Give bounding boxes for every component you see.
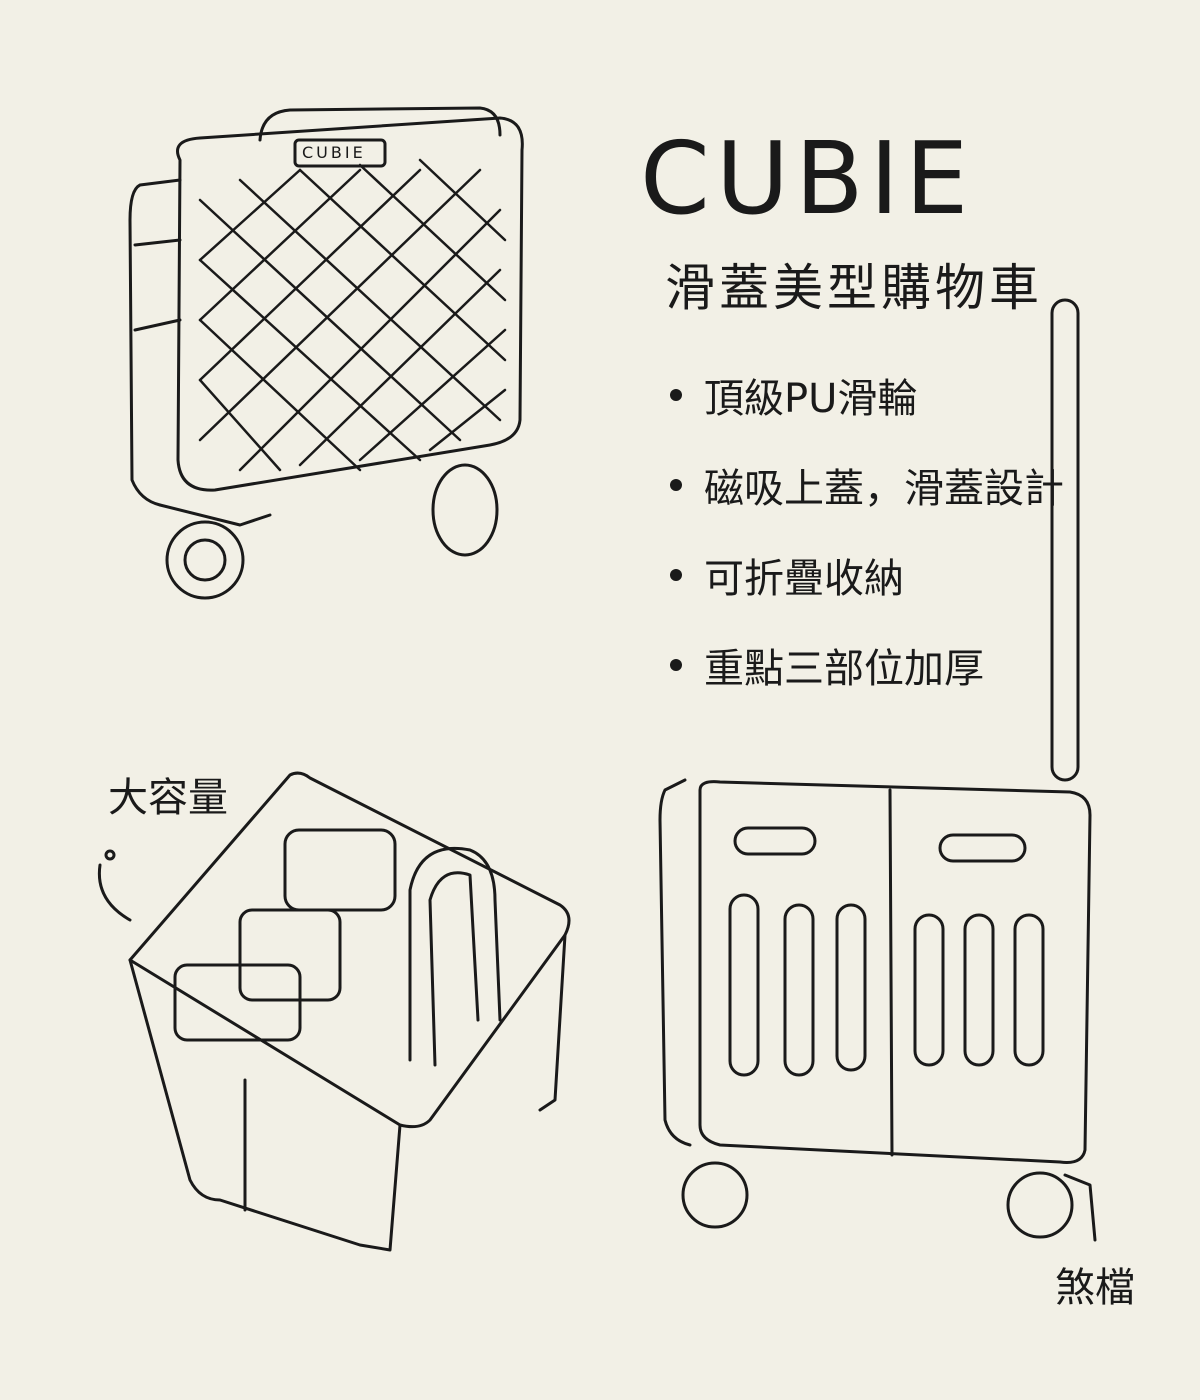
feature-item: 可折疊收納 [670,530,1064,620]
bullet-icon [670,389,682,401]
product-subtitle: 滑蓋美型購物車 [665,259,1043,317]
feature-text: 磁吸上蓋，滑蓋設計 [704,466,1064,512]
cart-logo-text: CUBIE [302,143,366,162]
bullet-icon [670,659,682,671]
feature-item: 頂級PU滑輪 [670,350,1064,440]
feature-text: 可折疊收納 [704,556,904,602]
feature-item: 重點三部位加厚 [670,620,1064,710]
feature-list: 頂級PU滑輪 磁吸上蓋，滑蓋設計 可折疊收納 重點三部位加厚 [670,350,1064,710]
feature-text: 重點三部位加厚 [704,646,984,692]
cart-front-view-sketch [658,298,1097,1242]
brand-title: CUBIE [640,120,975,237]
capacity-label: 大容量 [108,775,228,821]
cart-open-view-sketch [97,771,571,1252]
cart-top-view-sketch [128,106,524,600]
feature-item: 磁吸上蓋，滑蓋設計 [670,440,1064,530]
bullet-icon [670,479,682,491]
bullet-icon [670,569,682,581]
brake-label: 煞檔 [1055,1265,1135,1311]
feature-text: 頂級PU滑輪 [704,376,918,422]
